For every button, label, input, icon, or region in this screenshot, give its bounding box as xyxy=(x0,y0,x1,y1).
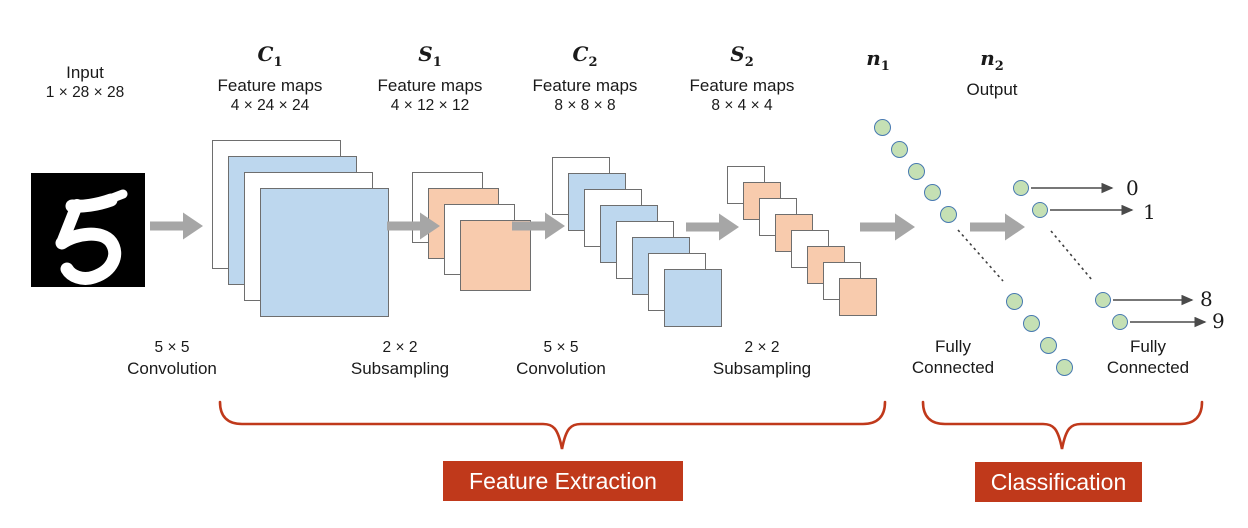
feature-extraction-brace xyxy=(218,400,887,450)
fc1-neuron xyxy=(1040,337,1057,354)
s1-map-4 xyxy=(460,220,531,291)
layer-label-s1: S1 Feature maps 4 × 12 × 12 xyxy=(355,42,505,116)
layer-dims-c2: 8 × 8 × 8 xyxy=(554,97,616,114)
fc2-subtitle: Output xyxy=(966,80,1018,99)
fc2-caption: Fully Connected xyxy=(1106,337,1190,377)
layer-caption-s1: Feature maps xyxy=(377,76,483,95)
arrow-input-to-c1 xyxy=(150,212,203,240)
fc2-neuron xyxy=(1032,202,1048,218)
op-subsampling-1: 2 × 2 Subsampling xyxy=(350,339,450,378)
input-label: Input 1 × 28 × 28 xyxy=(15,62,155,103)
s2-map-8 xyxy=(839,278,877,316)
layer-label-c2: C2 Feature maps 8 × 8 × 8 xyxy=(510,42,660,116)
layer-symbol-c2: C2 xyxy=(572,42,598,70)
layer-dims-s2: 8 × 4 × 4 xyxy=(711,97,773,114)
classification-brace xyxy=(921,400,1204,450)
fc1-neuron xyxy=(874,119,891,136)
fc2-label: n2 Output xyxy=(942,46,1042,100)
output-digit-1: 1 xyxy=(1143,200,1156,224)
output-digit-0: 0 xyxy=(1126,176,1139,200)
c2-map-8 xyxy=(664,269,722,327)
fc2-neuron xyxy=(1095,292,1111,308)
c1-map-4 xyxy=(260,188,389,317)
fc2-dotted-line xyxy=(1050,230,1093,281)
layer-caption-s2: Feature maps xyxy=(689,76,795,95)
fc1-neuron xyxy=(924,184,941,201)
layer-dims-c1: 4 × 24 × 24 xyxy=(230,97,310,114)
fc1-neuron xyxy=(1006,293,1023,310)
layer-dims-s1: 4 × 12 × 12 xyxy=(390,97,470,114)
op-convolution-2: 5 × 5 Convolution xyxy=(516,339,606,378)
fc1-neuron xyxy=(940,206,957,223)
arrow-fc1-to-fc2 xyxy=(970,213,1025,241)
layer-caption-c2: Feature maps xyxy=(532,76,638,95)
op-convolution-1: 5 × 5 Convolution xyxy=(127,339,217,378)
classification-badge: Classification xyxy=(975,462,1142,502)
layer-label-s2: S2 Feature maps 8 × 4 × 4 xyxy=(667,42,817,116)
input-title: Input xyxy=(66,63,104,82)
fc2-neuron xyxy=(1013,180,1029,196)
fc1-symbol: n1 xyxy=(866,46,890,74)
fc1-neuron xyxy=(891,141,908,158)
layer-caption-c1: Feature maps xyxy=(217,76,323,95)
arrow-s2-to-fc1 xyxy=(860,213,915,241)
fc2-symbol: n2 xyxy=(980,46,1004,74)
layer-symbol-c1: C1 xyxy=(257,42,283,70)
feature-extraction-badge: Feature Extraction xyxy=(443,461,683,501)
fc1-caption: Fully Connected xyxy=(911,337,995,377)
fc1-neuron xyxy=(908,163,925,180)
arrow-s1-to-c2 xyxy=(512,212,565,240)
input-dims: 1 × 28 × 28 xyxy=(45,84,125,101)
layer-symbol-s2: S2 xyxy=(730,42,754,70)
output-digit-9: 9 xyxy=(1212,309,1225,333)
layer-symbol-s1: S1 xyxy=(418,42,442,70)
op-subsampling-2: 2 × 2 Subsampling xyxy=(712,339,812,378)
arrow-c2-to-s2 xyxy=(686,213,739,241)
layer-label-c1: C1 Feature maps 4 × 24 × 24 xyxy=(195,42,345,116)
arrow-c1-to-s1 xyxy=(387,212,440,240)
fc1-neuron xyxy=(1056,359,1073,376)
fc1-neuron xyxy=(1023,315,1040,332)
fc1-label: n1 xyxy=(853,46,903,79)
output-digit-8: 8 xyxy=(1200,287,1213,311)
fc2-neuron xyxy=(1112,314,1128,330)
mnist-digit-image xyxy=(31,173,145,287)
